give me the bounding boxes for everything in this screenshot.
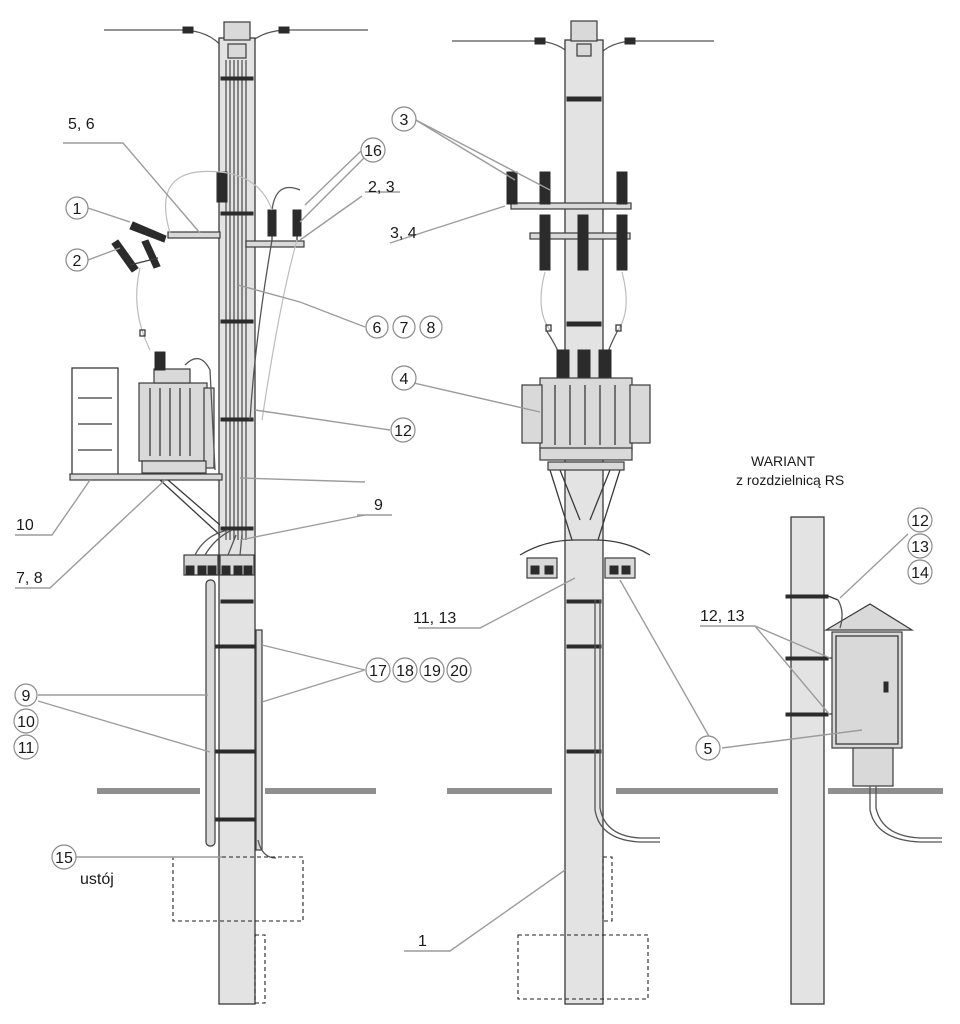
crossarm-surge-arresters — [245, 186, 305, 421]
concrete-pole-left — [218, 37, 256, 1005]
svg-text:11: 11 — [18, 740, 35, 757]
foundation-block-left — [172, 856, 304, 922]
platform-struts-middle — [519, 469, 651, 579]
callout-16: 16 — [360, 137, 386, 163]
variant-title-line1: WARIANT — [751, 453, 815, 469]
leader-lines — [15, 118, 909, 952]
callout-2: 2 — [65, 248, 89, 272]
callout-1: 1 — [65, 196, 89, 220]
cable-bundle — [225, 60, 247, 540]
label-12-13: 12, 13 — [700, 608, 745, 625]
pole-top-cap — [223, 21, 251, 41]
label-11-13: 11, 13 — [413, 610, 456, 627]
callout-17: 17 — [365, 657, 391, 683]
callout-12: 12 — [390, 417, 416, 443]
arc-wire-left — [165, 170, 273, 234]
label-ustoj: ustój — [80, 871, 114, 888]
svg-text:10: 10 — [17, 714, 35, 731]
disconnector — [111, 221, 221, 273]
conduit-left — [205, 579, 216, 847]
label-1-middle: 1 — [418, 933, 427, 950]
right-view — [785, 516, 942, 1005]
callout-19: 19 — [419, 657, 445, 683]
callout-15: 15 — [51, 844, 77, 870]
svg-text:19: 19 — [423, 663, 441, 680]
callout-14-right: 14 — [907, 559, 933, 585]
transformer-platform — [69, 367, 223, 536]
svg-text:6: 6 — [373, 320, 382, 337]
svg-text:4: 4 — [400, 371, 409, 388]
middle-view — [452, 20, 714, 1005]
svg-text:9: 9 — [22, 688, 31, 705]
callout-11: 11 — [13, 734, 39, 760]
svg-text:20: 20 — [450, 663, 468, 680]
callout-7: 7 — [392, 315, 416, 339]
svg-text:1: 1 — [73, 201, 82, 218]
svg-text:7: 7 — [400, 320, 409, 337]
outgoing-cable-middle — [594, 600, 660, 843]
label-7-8: 7, 8 — [16, 570, 43, 587]
callout-20: 20 — [446, 657, 472, 683]
transformer-middle — [521, 349, 651, 471]
svg-text:2: 2 — [73, 253, 82, 270]
callout-13-right: 13 — [907, 533, 933, 559]
label-2-3: 2, 3 — [368, 179, 395, 196]
transformer-left — [138, 351, 216, 474]
label-9: 9 — [374, 497, 383, 514]
foundation-block-middle — [517, 934, 649, 1000]
svg-text:14: 14 — [911, 565, 929, 582]
callout-12-right: 12 — [907, 507, 933, 533]
callouts: 1 2 16 6 7 8 12 17 18 19 20 9 10 11 15 3… — [13, 106, 933, 870]
label-3-4: 3, 4 — [390, 225, 417, 242]
concrete-pole-right — [790, 516, 825, 1005]
svg-text:12: 12 — [394, 423, 412, 440]
callout-10: 10 — [13, 708, 39, 734]
switchgear-cabinet-rs — [823, 599, 942, 843]
callout-4: 4 — [391, 365, 417, 391]
svg-text:15: 15 — [55, 850, 73, 867]
left-view — [69, 21, 368, 1005]
concrete-pole-middle — [564, 39, 604, 1005]
label-5-6: 5, 6 — [68, 116, 95, 133]
callout-6: 6 — [365, 315, 389, 339]
variant-title-line2: z rozdzielnicą RS — [736, 472, 844, 488]
svg-text:16: 16 — [364, 143, 382, 160]
svg-text:3: 3 — [400, 112, 409, 129]
label-10: 10 — [16, 517, 34, 534]
callout-8: 8 — [419, 315, 443, 339]
svg-text:17: 17 — [369, 663, 387, 680]
plain-labels: 5, 6 2, 3 9 10 7, 8 ustój 3, 4 11, 13 1 … — [16, 116, 844, 950]
svg-text:5: 5 — [704, 741, 713, 758]
svg-text:13: 13 — [911, 539, 929, 556]
insulator-pole — [216, 171, 228, 203]
callout-18: 18 — [392, 657, 418, 683]
low-voltage-fuses-left — [183, 529, 255, 576]
callout-5-middle: 5 — [695, 735, 721, 761]
callout-3: 3 — [391, 106, 417, 132]
svg-text:18: 18 — [396, 663, 414, 680]
svg-text:8: 8 — [427, 320, 436, 337]
svg-text:12: 12 — [911, 513, 929, 530]
callout-9: 9 — [14, 683, 38, 707]
